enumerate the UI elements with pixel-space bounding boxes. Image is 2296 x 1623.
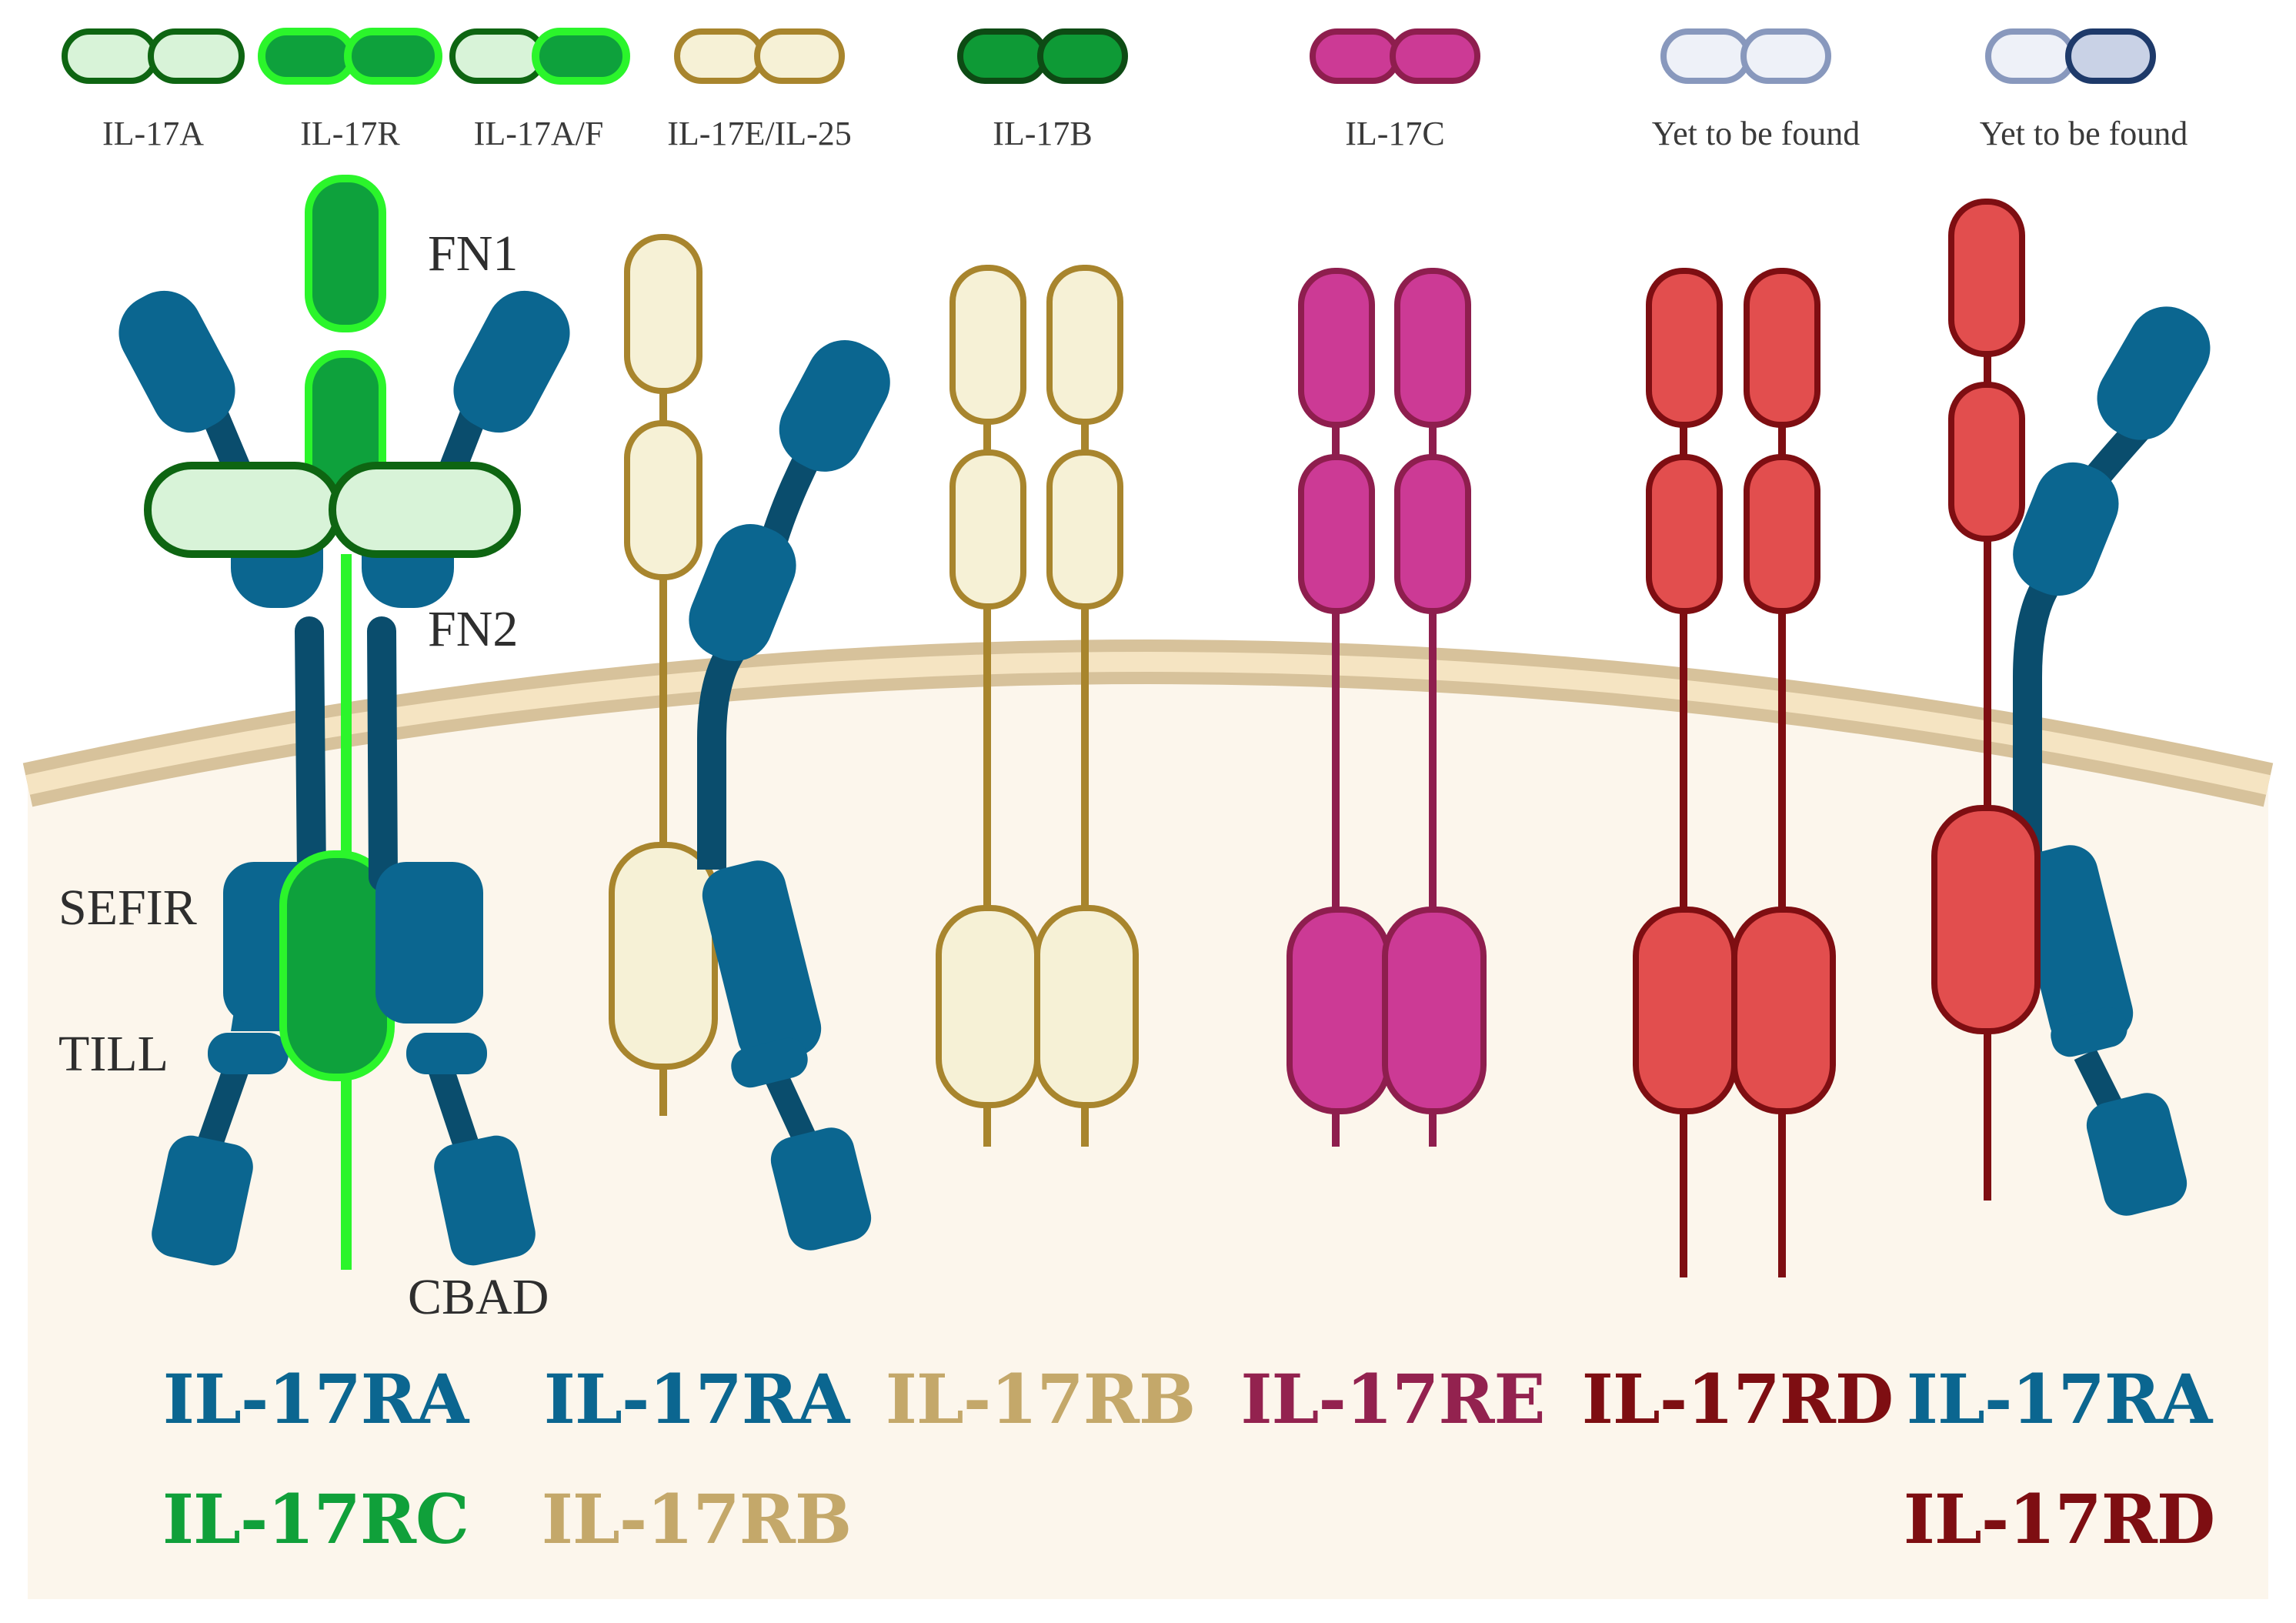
legend-il-17a-icon (62, 28, 245, 84)
receptor-name-il-17rd: IL-17RD (1903, 1479, 2215, 1559)
il-17rb-dimer (936, 265, 1139, 1147)
receptor-name-il-17ra: IL-17RA (162, 1359, 469, 1439)
il-17ra-receptor-right (362, 290, 570, 1266)
receptor-name-il-17rb: IL-17RB (541, 1479, 853, 1559)
legend-il-17af-icon (449, 28, 630, 85)
domain-label-till: TILL (58, 1026, 169, 1082)
legend-unknown-2-icon (1985, 28, 2156, 84)
il-17re-dimer (1286, 268, 1487, 1147)
receptor-name-il-17re: IL-17RE (1240, 1359, 1545, 1439)
receptor-name-il-17ra: IL-17RA (1906, 1359, 2212, 1439)
receptor-name-il-17rc: IL-17RC (162, 1479, 469, 1559)
legend-label-unknown-1: Yet to be found (1651, 115, 1860, 152)
legend-il-17r-icon (258, 28, 442, 85)
legend-il-17c-icon (1310, 28, 1480, 84)
il-17ra-receptor-complex6 (2013, 306, 2211, 1216)
legend-label-unknown-2: Yet to be found (1979, 115, 2188, 152)
domain-label-fn1: FN1 (428, 225, 519, 282)
il-17ra-receptor-complex2 (689, 339, 890, 1251)
receptor-name-il-17rb: IL-17RB (885, 1359, 1196, 1439)
domain-label-fn2: FN2 (428, 601, 519, 657)
receptor-name-il-17ra: IL-17RA (543, 1359, 849, 1439)
il-17rb-receptor-complex2 (609, 234, 718, 1116)
legend-label-il-17c: IL-17C (1345, 115, 1445, 152)
legend-il-17b-icon (957, 28, 1128, 84)
legend-label-il-17r: IL-17R (300, 115, 400, 152)
legend-label-il-17b: IL-17B (993, 115, 1093, 152)
legend-label-il-17e: IL-17E/IL-25 (667, 115, 852, 152)
cell-membrane (22, 640, 2274, 1599)
il-17rd-receptor-complex6 (1931, 199, 2041, 1201)
legend-unknown-1-icon (1660, 28, 1831, 84)
domain-label-sefir: SEFIR (58, 880, 197, 936)
domain-label-cbad: CBAD (408, 1269, 549, 1325)
legend-il-17e-icon (674, 28, 845, 84)
legend-label-il-17af: IL-17A/F (473, 115, 604, 152)
il-17rd-dimer (1633, 268, 1836, 1277)
il-17a-dimer (144, 462, 521, 558)
receptor-name-il-17rd: IL-17RD (1581, 1359, 1894, 1439)
legend-label-il-17a: IL-17A (102, 115, 204, 152)
